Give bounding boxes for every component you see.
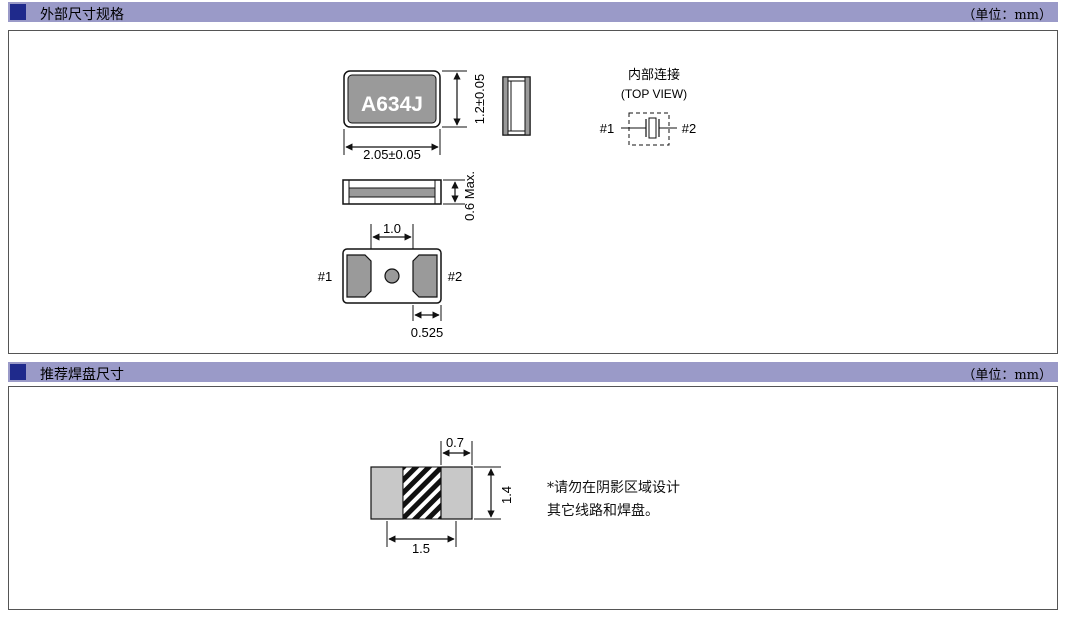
internal-pin2-label: #2 <box>682 121 696 136</box>
package-marking: A634J <box>361 93 423 116</box>
keep-out-area <box>402 466 442 520</box>
land-pattern: 0.7 1.4 1.5 <box>370 435 514 556</box>
pin1-label: #1 <box>318 269 332 284</box>
dimensions-drawing: A634J 1.2±0.05 2.05±0.05 内部连接 (TOP VIEW) <box>318 67 696 340</box>
internal-pin1-label: #1 <box>600 121 614 136</box>
keep-out-note: *请勿在阴影区域设计 其它线路和焊盘。 <box>547 477 680 523</box>
section-header-land-pattern: 推荐焊盘尺寸 （单位：mm） <box>8 362 1058 383</box>
package-front-view: 0.6 Max. <box>342 171 477 221</box>
dim-height: 1.2±0.05 <box>472 74 487 125</box>
right-pad <box>440 466 473 520</box>
note-line-1: *请勿在阴影区域设计 <box>547 480 680 496</box>
dim-land-height: 1.4 <box>499 486 514 504</box>
land-pattern-drawing: 0.7 1.4 1.5 <box>370 435 514 556</box>
package-side-view <box>502 76 531 136</box>
dim-width: 2.05±0.05 <box>363 147 421 162</box>
package-bottom-view: 1.0 #1 #2 0.525 <box>318 221 462 340</box>
dim-pad-pitch: 1.0 <box>383 221 401 236</box>
pin2-label: #2 <box>448 269 462 284</box>
land-pattern-panel: 0.7 1.4 1.5 *请勿在阴影区域设计 其它线路和焊盘。 <box>8 386 1058 610</box>
section-header-dimensions: 外部尺寸规格 （单位：mm） <box>8 2 1058 23</box>
dim-land-width: 0.7 <box>446 435 464 450</box>
left-pad <box>370 466 404 520</box>
internal-subtitle: (TOP VIEW) <box>621 87 687 101</box>
unit-label: （单位：mm） <box>962 8 1052 23</box>
section-title: 推荐焊盘尺寸 <box>40 367 124 383</box>
package-top-view: A634J 1.2±0.05 2.05±0.05 <box>343 70 487 162</box>
internal-title: 内部连接 <box>628 67 680 82</box>
internal-connection: 内部连接 (TOP VIEW) #1 #2 <box>600 67 696 146</box>
section-marker <box>10 4 26 20</box>
unit-label: （单位：mm） <box>962 368 1052 383</box>
dim-land-gap: 1.5 <box>412 541 430 556</box>
dimensions-panel: A634J 1.2±0.05 2.05±0.05 内部连接 (TOP VIEW) <box>8 30 1058 354</box>
dim-pad-width: 0.525 <box>411 325 444 340</box>
section-marker <box>10 364 26 380</box>
section-title: 外部尺寸规格 <box>40 7 124 23</box>
note-line-2: 其它线路和焊盘。 <box>547 503 659 519</box>
dim-max-thickness: 0.6 Max. <box>462 171 477 221</box>
